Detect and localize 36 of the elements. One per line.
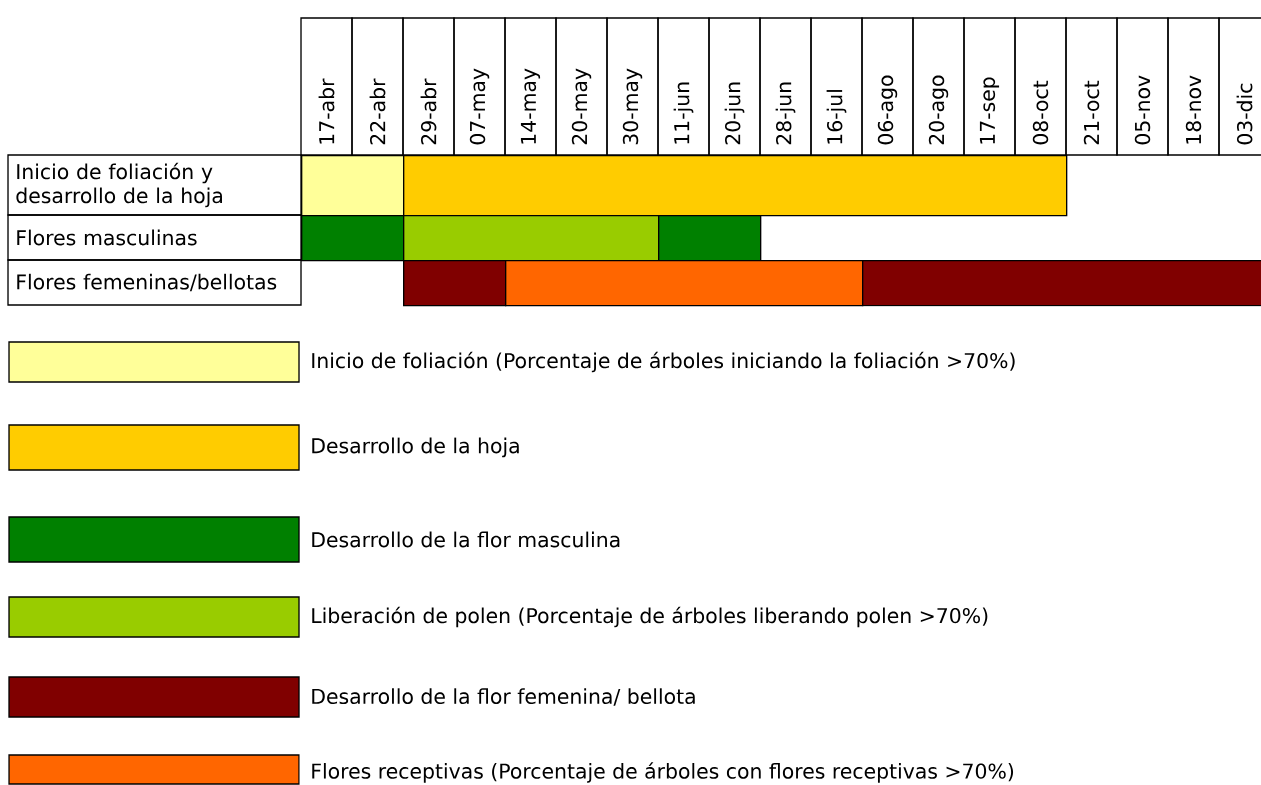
legend-label: Desarrollo de la hoja — [312, 437, 519, 458]
row-label-cell: Inicio de foliación y desarrollo de la hoja — [7, 154, 302, 216]
date-cell: 17-sep — [963, 17, 1016, 156]
legend-label: Flores receptivas (Porcentaje de árboles con flores receptivas >70%) — [312, 762, 1014, 783]
date-cell: 07-may — [453, 17, 506, 156]
date-cell: 20-ago — [912, 17, 965, 156]
date-cell: 22-abr — [351, 17, 404, 156]
date-cell: 28-jun — [759, 17, 812, 156]
date-cell: 20-jun — [708, 17, 761, 156]
gantt-bar — [403, 215, 660, 262]
date-cell: 05-nov — [1116, 17, 1169, 156]
gantt-bar — [403, 155, 1068, 217]
date-cell: 18-nov — [1167, 17, 1220, 156]
gantt-bar — [301, 155, 405, 217]
date-cell: 20-may — [555, 17, 608, 156]
gantt-bar — [862, 260, 1261, 307]
row-label-cell: Flores masculinas — [7, 214, 302, 261]
legend-label: Liberación de polen (Porcentaje de árboles liberando polen >70%) — [312, 606, 988, 628]
date-cell: 16-jul — [810, 17, 863, 156]
date-cell: 21-oct — [1065, 17, 1118, 156]
legend-label: Desarrollo de la flor femenina/ bellota — [312, 688, 695, 706]
legend-label: Desarrollo de la flor masculina — [312, 531, 620, 548]
gantt-bar — [505, 260, 864, 307]
date-cell: 11-jun — [657, 17, 710, 156]
date-cell: 29-abr — [402, 17, 455, 156]
date-cell: 03-dic — [1218, 17, 1261, 156]
legend-label: Inicio de foliación (Porcentaje de árboles iniciando la foliación >70%) — [312, 351, 1015, 373]
gantt-bar — [301, 215, 405, 262]
gantt-bar — [403, 260, 507, 307]
date-cell: 17-abr — [300, 17, 353, 156]
date-cell: 08-oct — [1014, 17, 1067, 156]
row-label-cell: Flores femeninas/bellotas — [7, 259, 302, 306]
date-cell: 30-may — [606, 17, 659, 156]
date-cell: 14-may — [504, 17, 557, 156]
date-cell: 06-ago — [861, 17, 914, 156]
gantt-bar — [658, 215, 762, 262]
